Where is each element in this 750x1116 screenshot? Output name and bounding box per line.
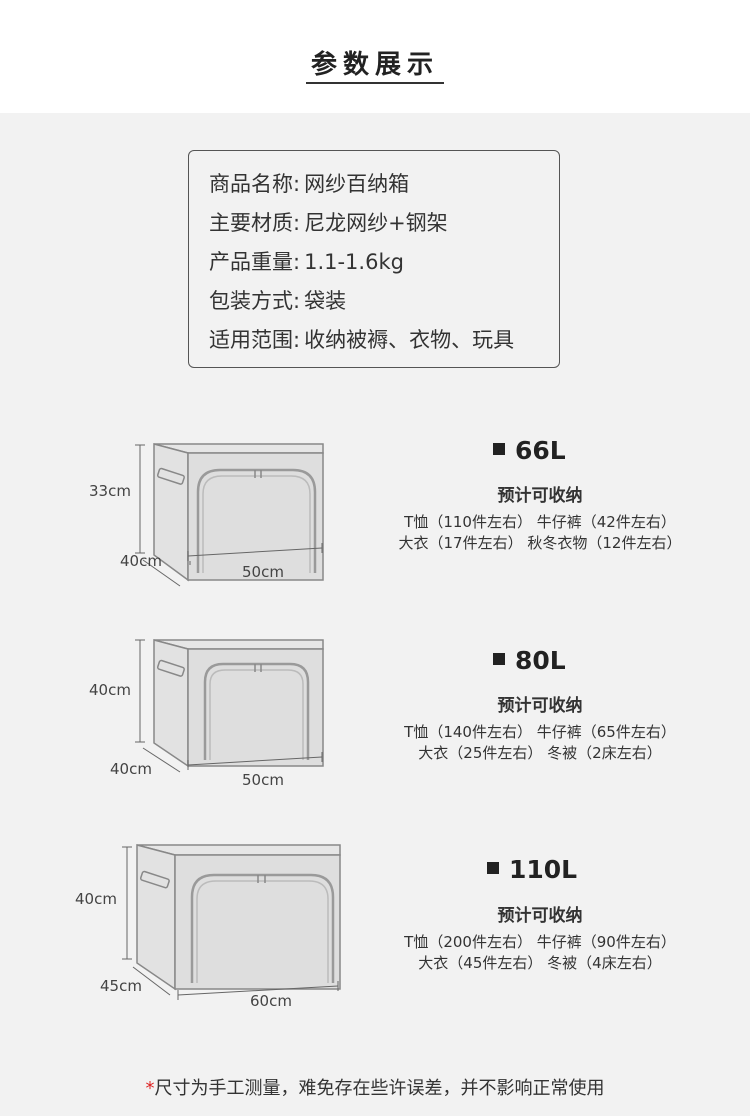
- depth-label: 45cm: [100, 977, 142, 995]
- capacity-subtitle: 预计可收纳: [497, 486, 583, 506]
- spec-value: 网纱百纳箱: [304, 172, 410, 196]
- spec-label: 主要材质: [209, 211, 293, 235]
- spec-row-name: 商品名称:网纱百纳箱: [209, 165, 559, 204]
- spec-label: 包装方式: [209, 289, 293, 313]
- bullet-square-icon: [487, 862, 499, 874]
- spec-row-packaging: 包装方式:袋装: [209, 282, 559, 321]
- spec-value: 收纳被褥、衣物、玩具: [304, 328, 515, 352]
- capacity-line-2: 大衣（25件左右） 冬被（2床左右）: [418, 744, 662, 762]
- capacity-line-1: T恤（140件左右） 牛仔裤（65件左右）: [404, 723, 676, 741]
- spec-label: 适用范围: [209, 328, 293, 352]
- spec-row-material: 主要材质:尼龙网纱+钢架: [209, 204, 559, 243]
- width-label: 50cm: [242, 771, 284, 789]
- spec-row-usage: 适用范围:收纳被褥、衣物、玩具: [209, 321, 559, 360]
- depth-label: 40cm: [110, 760, 152, 778]
- height-label: 40cm: [75, 890, 117, 908]
- spec-colon: :: [293, 289, 301, 313]
- bullet-square-icon: [493, 443, 505, 455]
- storage-box-illustration: [135, 443, 324, 587]
- spec-value: 1.1-1.6kg: [304, 250, 404, 274]
- page-title: 参数展示: [310, 50, 439, 80]
- spec-box: 商品名称:网纱百纳箱 主要材质:尼龙网纱+钢架 产品重量:1.1-1.6kg 包…: [188, 150, 560, 368]
- capacity-title: 110L: [487, 855, 577, 884]
- width-label: 50cm: [242, 563, 284, 581]
- capacity-value: 110L: [509, 855, 578, 884]
- capacity-line-2: 大衣（17件左右） 秋冬衣物（12件左右）: [398, 534, 682, 552]
- note-text: 尺寸为手工测量，难免存在些许误差，并不影响正常使用: [154, 1078, 605, 1099]
- spec-colon: :: [293, 328, 301, 352]
- depth-label: 40cm: [120, 552, 162, 570]
- capacity-subtitle: 预计可收纳: [497, 906, 583, 926]
- spec-value: 尼龙网纱+钢架: [304, 211, 448, 235]
- height-label: 40cm: [89, 681, 131, 699]
- capacity-line-2: 大衣（45件左右） 冬被（4床左右）: [418, 954, 662, 972]
- product-66l: 33cm 40cm 50cm 66L 预计可收纳 T恤（110件左右） 牛仔裤（…: [0, 430, 750, 600]
- capacity-line-1: T恤（110件左右） 牛仔裤（42件左右）: [404, 513, 676, 531]
- height-label: 33cm: [89, 482, 131, 500]
- capacity-title: 80L: [493, 646, 566, 675]
- spec-label: 产品重量: [209, 250, 293, 274]
- storage-box-illustration: [122, 844, 341, 1000]
- width-label: 60cm: [250, 992, 292, 1010]
- storage-box-illustration: [135, 639, 324, 773]
- measurement-note: *尺寸为手工测量，难免存在些许误差，并不影响正常使用: [0, 1074, 750, 1100]
- spec-colon: :: [293, 172, 301, 196]
- spec-row-weight: 产品重量:1.1-1.6kg: [209, 243, 559, 282]
- spec-colon: :: [293, 211, 301, 235]
- spec-value: 袋装: [304, 289, 347, 313]
- asterisk: *: [145, 1078, 155, 1099]
- spec-colon: :: [293, 250, 301, 274]
- capacity-value: 80L: [515, 646, 566, 675]
- title-underline: [306, 82, 444, 84]
- bullet-square-icon: [493, 653, 505, 665]
- product-80l: 40cm 40cm 50cm 80L 预计可收纳 T恤（140件左右） 牛仔裤（…: [0, 630, 750, 800]
- spec-label: 商品名称: [209, 172, 293, 196]
- product-110l: 40cm 45cm 60cm 110L 预计可收纳 T恤（200件左右） 牛仔裤…: [0, 835, 750, 1015]
- capacity-value: 66L: [515, 436, 566, 465]
- capacity-title: 66L: [493, 436, 566, 465]
- capacity-line-1: T恤（200件左右） 牛仔裤（90件左右）: [404, 933, 676, 951]
- capacity-subtitle: 预计可收纳: [497, 696, 583, 716]
- header-band: [0, 0, 750, 113]
